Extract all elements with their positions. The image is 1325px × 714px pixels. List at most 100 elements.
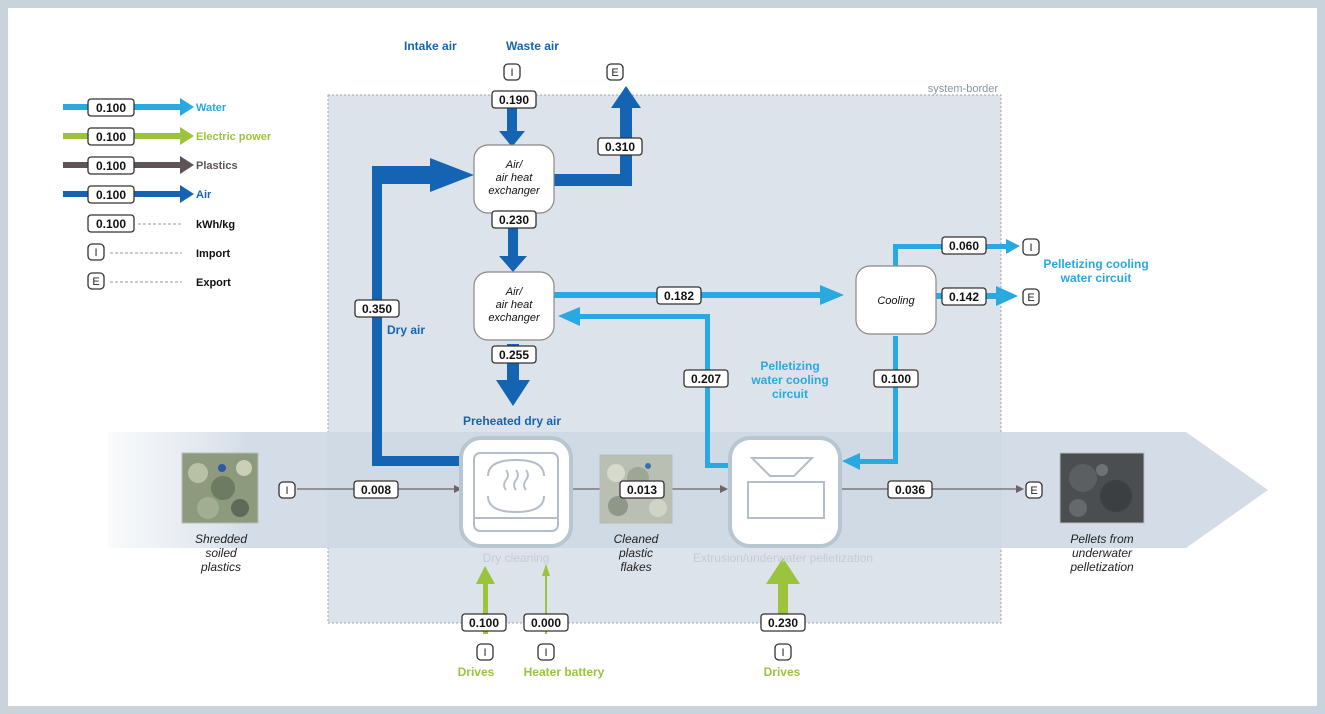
legend-water-label: Water (196, 102, 227, 114)
svg-text:0.230: 0.230 (499, 213, 529, 227)
cooling-box: Cooling (855, 265, 937, 335)
extrusion-machine (728, 436, 842, 548)
export-waste: E (606, 63, 624, 81)
hx2-box: Air/ air heat exchanger (473, 271, 555, 341)
svg-text:0.100: 0.100 (469, 616, 499, 630)
legend-power-value: 0.100 (96, 130, 126, 144)
shredded-plastics-image (181, 452, 259, 524)
svg-text:0.142: 0.142 (949, 290, 979, 304)
value-extrusion-hx2: 0.207 (683, 369, 729, 388)
legend-plastics-value: 0.100 (96, 159, 126, 173)
diagram-panel: system-border (8, 8, 1317, 706)
value-hx2-dry: 0.255 (491, 345, 537, 364)
svg-text:I: I (285, 485, 288, 497)
legend-unit-value: 0.100 (96, 217, 126, 231)
svg-text:E: E (1030, 485, 1037, 497)
svg-text:I: I (781, 647, 784, 659)
svg-text:I: I (544, 647, 547, 659)
import-drives-2: I (774, 643, 792, 661)
svg-text:I: I (510, 67, 513, 79)
value-heater: 0.000 (523, 613, 569, 632)
import-cooling: I (1022, 238, 1040, 256)
value-plastics-input: 0.008 (353, 480, 399, 499)
legend-air-value: 0.100 (96, 188, 126, 202)
cleaned-label-1: Cleaned (614, 532, 659, 546)
hx1-line3: exchanger (488, 185, 541, 197)
svg-text:0.190: 0.190 (499, 93, 529, 107)
value-drives-2: 0.230 (760, 613, 806, 632)
svg-text:0.100: 0.100 (881, 372, 911, 386)
svg-text:I: I (483, 647, 486, 659)
legend-water-value: 0.100 (96, 101, 126, 115)
value-drives-1: 0.100 (461, 613, 507, 632)
value-cooling-export: 0.142 (941, 287, 987, 306)
import-heater: I (537, 643, 555, 661)
svg-text:E: E (1027, 292, 1034, 304)
power-flows (476, 558, 800, 634)
legend: 0.100 Water 0.100 Electric power 0.100 P… (63, 98, 272, 290)
hx2-line3: exchanger (488, 312, 541, 324)
water-circuit-label-1: Pelletizing (760, 359, 819, 373)
cleaned-label-2: plastic (618, 546, 653, 560)
cleaned-label-3: flakes (620, 560, 651, 574)
legend-plastics-label: Plastics (196, 160, 238, 172)
svg-text:0.207: 0.207 (691, 372, 721, 386)
hx1-box: Air/ air heat exchanger (473, 144, 555, 214)
export-pellets: E (1025, 481, 1043, 499)
value-waste: 0.310 (597, 137, 643, 156)
export-cooling: E (1022, 288, 1040, 306)
svg-text:0.036: 0.036 (895, 483, 925, 497)
svg-text:0.060: 0.060 (949, 239, 979, 253)
svg-text:E: E (611, 67, 618, 79)
heater-battery-label: Heater battery (524, 665, 605, 679)
dry-cleaning-label: Dry cleaning (483, 551, 550, 565)
shredded-label-1: Shredded (195, 532, 247, 546)
drives-label-2: Drives (764, 665, 801, 679)
svg-text:0.000: 0.000 (531, 616, 561, 630)
import-drives-1: I (476, 643, 494, 661)
legend-export-label: Export (196, 277, 231, 289)
value-plastics-cleaned: 0.013 (619, 480, 665, 499)
legend-import-label: Import (196, 248, 231, 260)
value-cooling-extrusion: 0.100 (873, 369, 919, 388)
value-cooling-import: 0.060 (941, 236, 987, 255)
shredded-label-3: plastics (200, 560, 241, 574)
svg-text:0.182: 0.182 (664, 289, 694, 303)
cooling-label: Cooling (877, 295, 915, 307)
svg-text:0.350: 0.350 (362, 302, 392, 316)
hx2-line2: air heat (496, 299, 534, 311)
svg-text:0.013: 0.013 (627, 483, 657, 497)
water-circuit-label-2: water cooling (750, 373, 828, 387)
svg-text:0.255: 0.255 (499, 348, 529, 362)
preheated-dry-air-label: Preheated dry air (463, 414, 561, 428)
legend-unit-label: kWh/kg (196, 219, 235, 231)
value-recirc: 0.350 (354, 299, 400, 318)
water-circuit-label-3: circuit (772, 387, 808, 401)
intake-air-label: Intake air (404, 39, 457, 53)
energy-flow-diagram: system-border (63, 39, 1268, 679)
svg-text:0.310: 0.310 (605, 140, 635, 154)
value-hx2-cooling: 0.182 (656, 286, 702, 305)
dry-air-label: Dry air (387, 323, 425, 337)
legend-export-symbol: E (92, 276, 99, 288)
value-hx1-hx2: 0.230 (491, 210, 537, 229)
hx1-line2: air heat (496, 172, 534, 184)
value-intake: 0.190 (491, 90, 537, 109)
svg-text:0.230: 0.230 (768, 616, 798, 630)
pellets-image (1059, 452, 1145, 524)
svg-text:0.008: 0.008 (361, 483, 391, 497)
pellets-label-1: Pellets from (1070, 532, 1133, 546)
legend-power-label: Electric power (196, 131, 272, 143)
extrusion-label: Extrusion/underwater pelletization (693, 551, 873, 565)
import-intake: I (503, 63, 521, 81)
system-border-label: system-border (928, 83, 999, 95)
svg-text:I: I (1029, 242, 1032, 254)
pellets-label-2: underwater (1072, 546, 1133, 560)
waste-air-label: Waste air (506, 39, 559, 53)
shredded-label-2: soiled (205, 546, 237, 560)
hx2-line1: Air/ (505, 286, 523, 298)
drives-label-1: Drives (458, 665, 495, 679)
legend-air-label: Air (196, 189, 212, 201)
pellets-label-3: pelletization (1069, 560, 1134, 574)
legend-import-symbol: I (94, 247, 97, 259)
